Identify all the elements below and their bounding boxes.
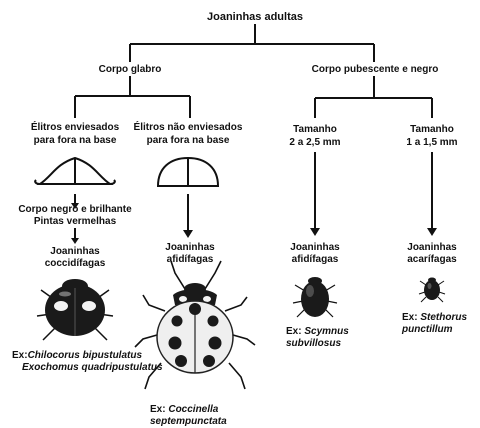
n1-elytra-line2: para fora na base (15, 135, 135, 147)
n2-type-line2: afidífagas (150, 254, 230, 266)
n2-example-species: septempunctata (150, 416, 260, 428)
n3-size-line1: Tamanho (275, 124, 355, 136)
n2-elytra-line2: para fora na base (128, 135, 248, 147)
n4-example-prefix: Ex: (402, 312, 420, 323)
n1-elytra-line1: Élitros enviesados (15, 122, 135, 134)
beetle-stethorus-image (419, 278, 445, 303)
n4-size-line1: Tamanho (392, 124, 472, 136)
branch-glabrous-label: Corpo glabro (80, 64, 180, 76)
n4-type-line1: Joaninhas (392, 242, 472, 254)
n2-elytra-line1: Élitros não enviesados (128, 122, 248, 134)
n4-example-species: punctillum (402, 324, 478, 336)
n3-size-line2: 2 a 2,5 mm (275, 137, 355, 149)
n3-type-line2: afidífagas (275, 254, 355, 266)
n4-example-genus: Stethorus (420, 312, 467, 323)
n1-example-species2: Exochomus quadripustulatus (22, 362, 182, 374)
n4-size-line2: 1 a 1,5 mm (392, 137, 472, 149)
n1-type-line2: coccidífagas (25, 258, 125, 270)
n2-type-line1: Joaninhas (150, 242, 230, 254)
elytra-rounded-glyph (158, 158, 218, 186)
arrowhead-n4 (427, 228, 437, 236)
n1-example-species1: Chilocorus bipustulatus (28, 350, 142, 361)
beetle-chilocorus-image (37, 279, 113, 340)
n2-example-genus: Coccinella (168, 404, 218, 415)
n1-type-line1: Joaninhas (25, 246, 125, 258)
n3-example-line1: Ex: Scymnus (286, 326, 386, 338)
n3-example-species: subvillosus (286, 338, 386, 350)
root-label: Joaninhas adultas (180, 11, 330, 23)
n1-trait-line2: Pintas vermelhas (5, 216, 145, 228)
arrowhead-n3 (310, 228, 320, 236)
beetle-scymnus-image (293, 277, 337, 317)
n4-type-line2: acarífagas (392, 254, 472, 266)
elytra-flared-glyph (35, 158, 115, 184)
n3-type-line1: Joaninhas (275, 242, 355, 254)
branch-pubescent-label: Corpo pubescente e negro (300, 64, 450, 76)
n2-example-prefix: Ex: (150, 404, 168, 415)
arrowhead-n1b (71, 238, 79, 244)
n3-example-prefix: Ex: (286, 326, 304, 337)
n3-example-genus: Scymnus (304, 326, 348, 337)
n1-trait-line1: Corpo negro e brilhante (5, 204, 145, 216)
n1-example-prefix: Ex: (12, 350, 28, 361)
n4-example-line1: Ex: Stethorus (402, 312, 478, 324)
n1-example-line1: Ex:Chilocorus bipustulatus (12, 350, 172, 362)
n2-example-line1: Ex: Coccinella (150, 404, 260, 416)
arrowhead-n2 (183, 230, 193, 238)
